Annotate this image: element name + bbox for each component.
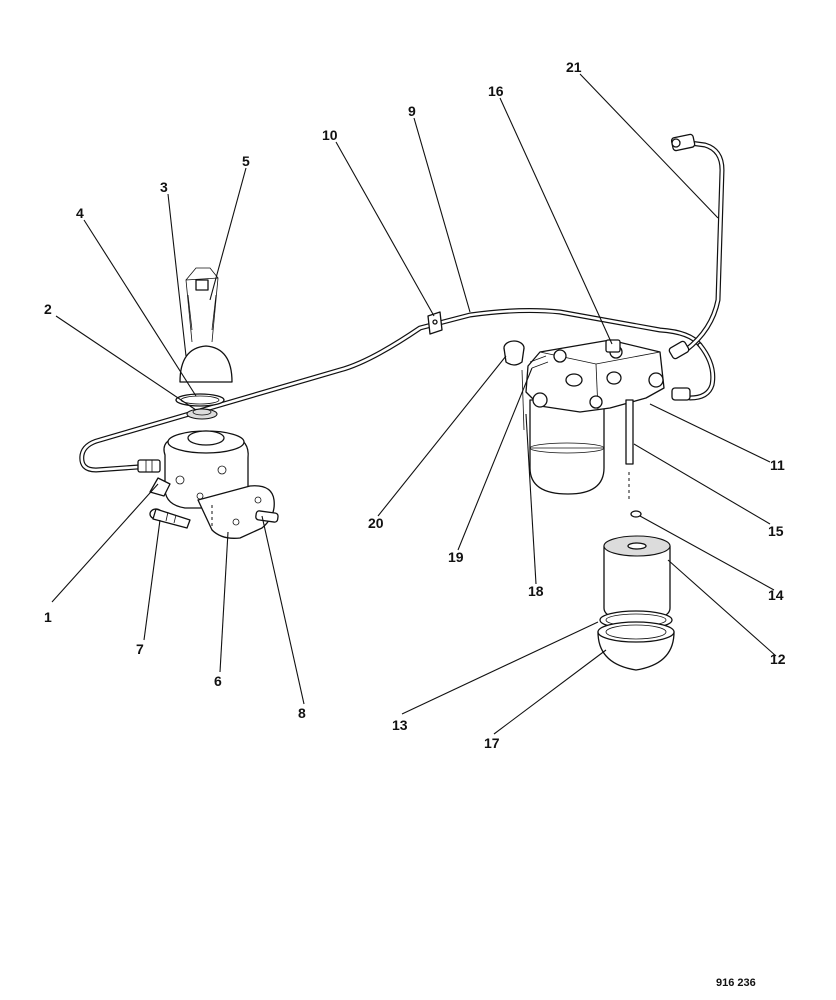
callout-10: 10 — [322, 127, 338, 143]
sediment-bowl — [179, 345, 233, 383]
pipe-union-pump — [137, 459, 161, 473]
callout-1: 1 — [44, 609, 52, 625]
callout-16: 16 — [488, 83, 504, 99]
callout-5: 5 — [242, 153, 250, 169]
fuel-pipe-injector — [683, 140, 725, 353]
callout-4: 4 — [76, 205, 84, 221]
reference-number: 916 236 — [716, 977, 756, 989]
callout-9: 9 — [408, 103, 416, 119]
callout-21: 21 — [566, 59, 582, 75]
air-vent-screw — [605, 339, 621, 353]
bowl-retaining-clip — [185, 267, 219, 343]
callout-7: 7 — [136, 641, 144, 657]
callout-12: 12 — [770, 651, 786, 667]
lift-pump-priming-lever — [149, 477, 171, 497]
centre-bolt-seal — [630, 510, 642, 518]
filter-gauze — [186, 408, 218, 420]
fuel-pipe-return — [687, 342, 716, 401]
banjo-bolt — [503, 340, 525, 366]
pump-bolt — [149, 508, 191, 529]
callout-19: 19 — [448, 549, 464, 565]
pipe-clip — [427, 311, 443, 335]
leader-lines — [51, 73, 777, 735]
callout-15: 15 — [768, 523, 784, 539]
callout-labels: 1 2 3 4 5 6 7 8 9 10 11 12 13 14 15 16 1… — [44, 59, 786, 751]
pipe-union-injector — [670, 133, 696, 152]
callout-3: 3 — [160, 179, 168, 195]
pipe-union-head — [668, 340, 690, 360]
lift-pump-body — [163, 430, 249, 509]
centre-bolt — [625, 399, 634, 500]
sealing-washer — [529, 355, 549, 369]
callout-20: 20 — [368, 515, 384, 531]
callout-14: 14 — [768, 587, 784, 603]
callout-8: 8 — [298, 705, 306, 721]
pipe-union-return — [671, 387, 691, 401]
callout-13: 13 — [392, 717, 408, 733]
lift-pump-lever — [255, 510, 279, 523]
callout-11: 11 — [770, 457, 785, 473]
fuel-pipe-main — [79, 308, 703, 473]
callout-2: 2 — [44, 301, 52, 317]
filter-element-bowl-upper — [529, 399, 605, 495]
filter-head — [525, 339, 665, 413]
filter-element — [603, 535, 671, 621]
bowl-sealing-ring — [175, 393, 225, 407]
filter-base-bowl — [597, 621, 675, 671]
callout-17: 17 — [484, 735, 500, 751]
callout-18: 18 — [528, 583, 544, 599]
head-stud-rod — [521, 369, 525, 431]
callout-6: 6 — [214, 673, 222, 689]
